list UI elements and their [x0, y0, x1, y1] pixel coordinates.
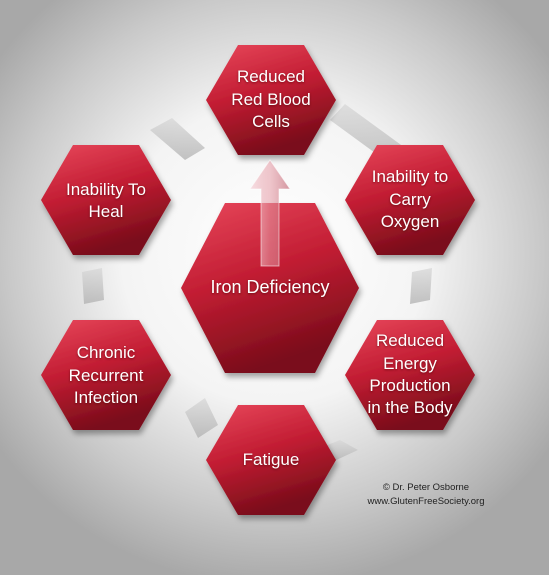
hexagon-top-right	[345, 145, 475, 255]
hexagon-top-left	[41, 145, 171, 255]
hexagon-center	[181, 203, 359, 373]
hexagon-group	[41, 45, 475, 515]
up-arrow-icon	[249, 159, 291, 267]
connector-top-right-to-bottom-right	[410, 268, 432, 304]
credit-author: © Dr. Peter Osborne	[382, 482, 470, 493]
credit-website: www.GlutenFreeSociety.org	[367, 496, 485, 507]
connector-bottom-left-to-top-left	[82, 268, 104, 304]
connector-top-left-to-top	[150, 118, 205, 160]
hexagon-bottom-left	[41, 320, 171, 430]
hexagon-bottom-right	[345, 320, 475, 430]
hexagon-top	[206, 45, 336, 155]
hexagon-bottom	[206, 405, 336, 515]
connector-bottom-to-bottom-left	[185, 398, 218, 438]
